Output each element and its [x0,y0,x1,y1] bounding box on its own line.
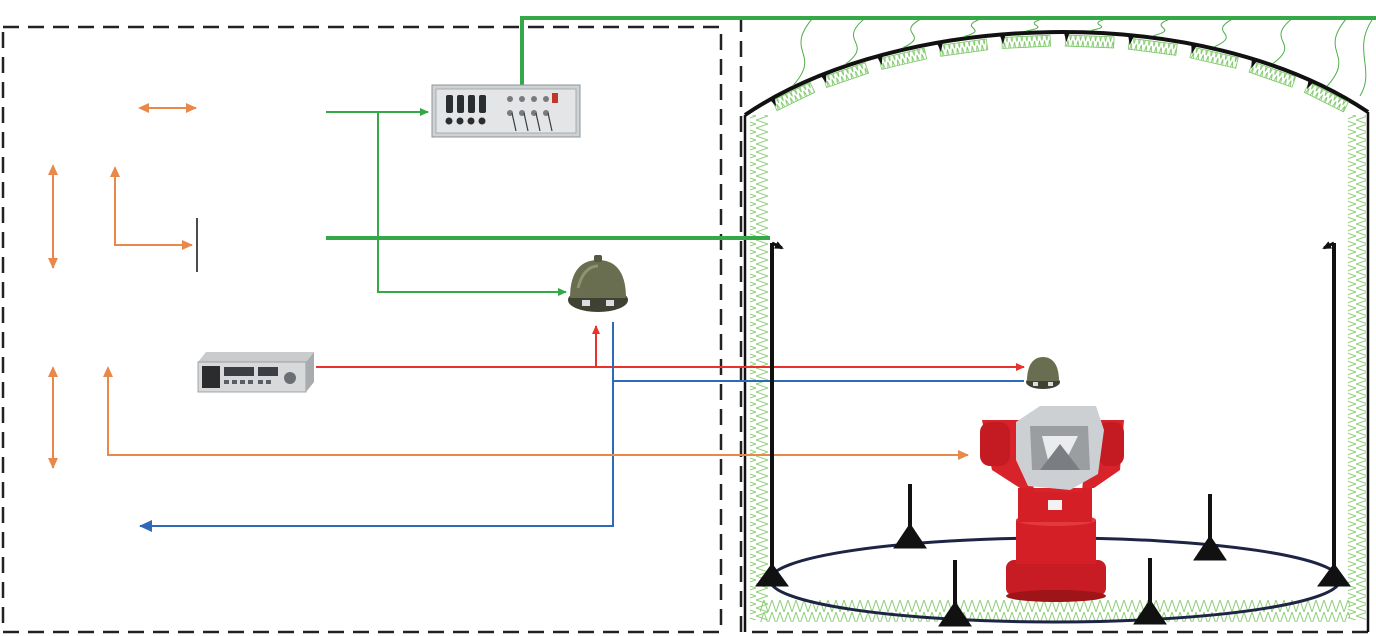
hanging-cable [1089,17,1110,32]
ceiling-probe-array [769,31,1349,113]
probe-segment [876,47,928,70]
mast-posts [770,243,1336,584]
probe-segment [1063,31,1115,49]
hanging-cable [1025,17,1047,32]
hanging-cable [1272,17,1294,64]
hanging-cable [1326,17,1348,87]
probe-segment [1189,43,1239,69]
power-supply-icon [197,352,314,393]
hanging-cable [963,17,984,38]
chamber-border [739,20,1376,634]
hanging-cable [792,17,814,87]
floor-absorber [760,600,1350,622]
rf-feed-line-top [520,16,1376,86]
right-wall-absorber [1348,115,1366,620]
signal-source-rack-icon [431,84,581,138]
probe-segment [1127,34,1178,56]
probe-segment [1303,78,1349,113]
rf-branch-line-dome [377,112,567,296]
horn-antenna-icon [755,484,1351,627]
chamber-arch [743,30,1370,117]
probe-segment [936,38,989,57]
elbow-motion-arrow [110,166,193,250]
hanging-cables [792,17,1373,97]
hanging-cable [1152,17,1174,37]
positioner-icon [980,406,1124,602]
control-room-border [1,25,723,634]
hanging-cable [902,17,923,49]
positioner-control-line [103,366,969,460]
hanging-cable [1214,17,1235,48]
hanging-cable [845,17,866,65]
probe-segment [820,62,870,88]
probe-segment [769,81,816,112]
antenna-dome-icon [568,255,628,312]
probe-segment [999,34,1051,49]
probe-segment [1248,58,1297,88]
motion-arrows [48,103,969,469]
aut-dome-icon [1026,357,1060,389]
